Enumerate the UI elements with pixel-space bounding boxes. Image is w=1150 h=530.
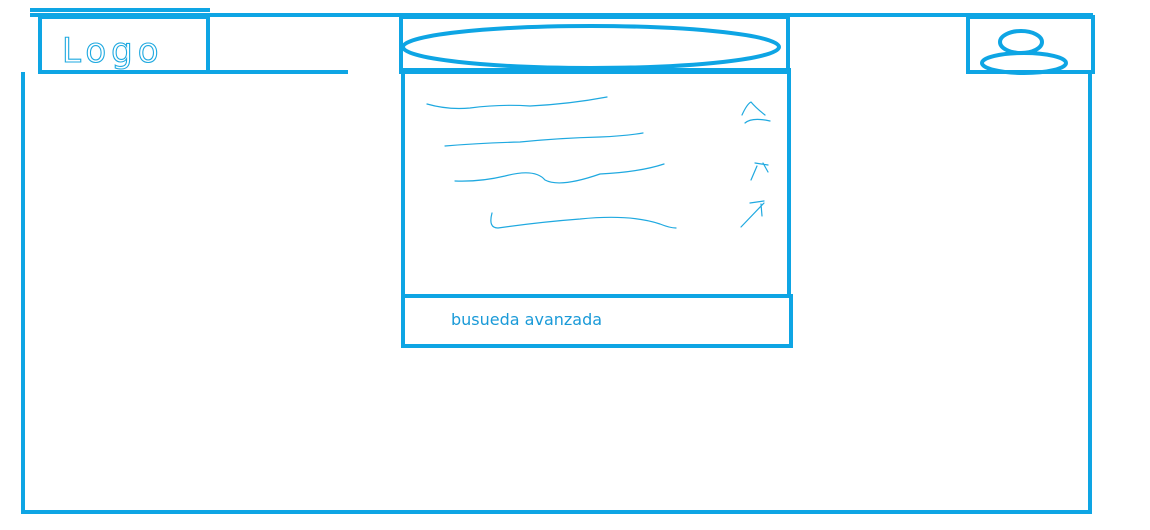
logo[interactable]: Logo <box>38 15 210 74</box>
suggestion-item-2[interactable] <box>444 132 769 181</box>
suggestion-item-1[interactable] <box>426 96 771 124</box>
page-frame <box>21 13 1093 514</box>
suggestion-item-3[interactable] <box>454 163 765 228</box>
search-suggestions-dropdown <box>401 68 791 298</box>
arrow-up-right-icon[interactable] <box>750 162 769 181</box>
logo-text: Logo <box>62 31 164 71</box>
arrow-up-right-icon[interactable] <box>740 200 765 228</box>
arrow-up-left-icon[interactable] <box>741 101 771 124</box>
search-bar[interactable] <box>399 15 790 74</box>
advanced-search-button[interactable] <box>401 294 793 348</box>
suggestion-item-4[interactable] <box>490 212 677 229</box>
advanced-search-label[interactable]: busueda avanzada <box>451 310 603 329</box>
user-icon <box>980 29 1068 75</box>
user-profile-button[interactable] <box>966 15 1095 75</box>
